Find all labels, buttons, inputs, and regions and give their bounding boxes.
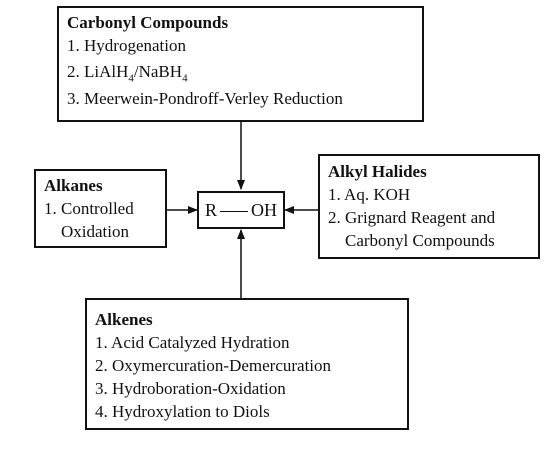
alkyl-halides-method-2: 2. Grignard Reagent and	[328, 208, 496, 227]
alkyl-halides-method-2-continued: Carbonyl Compounds	[345, 231, 495, 250]
alkyl-halides-box: Alkyl Halides 1. Aq. KOH 2. Grignard Rea…	[318, 154, 540, 259]
alcohol-product-box: R OH	[197, 191, 285, 229]
carbonyl-method-1: 1. Hydrogenation	[67, 36, 186, 55]
alkenes-method-4: 4. Hydroxylation to Diols	[95, 402, 270, 421]
carbonyl-compounds-box: Carbonyl Compounds 1. Hydrogenation 2. L…	[57, 6, 424, 122]
bond-line	[220, 210, 248, 212]
carbonyl-compounds-title: Carbonyl Compounds	[67, 13, 229, 32]
alkyl-halides-method-1: 1. Aq. KOH	[328, 185, 411, 204]
alkenes-title: Alkenes	[95, 310, 153, 329]
alkenes-method-3: 3. Hydroboration-Oxidation	[95, 379, 286, 398]
alkenes-method-1: 1. Acid Catalyzed Hydration	[95, 333, 290, 352]
alkanes-title: Alkanes	[44, 176, 103, 195]
alkenes-box: Alkenes 1. Acid Catalyzed Hydration 2. O…	[85, 298, 409, 430]
alkenes-method-2: 2. Oxymercuration-Demercuration	[95, 356, 332, 375]
carbonyl-method-3: 3. Meerwein-Pondroff-Verley Reduction	[67, 89, 343, 108]
alkanes-box: Alkanes 1. Controlled Oxidation	[34, 169, 167, 248]
alkanes-method-1: 1. Controlled	[44, 199, 134, 218]
r-group-label: R	[204, 199, 217, 220]
alkyl-halides-title: Alkyl Halides	[328, 162, 427, 181]
hydroxyl-label: OH	[251, 199, 277, 220]
carbonyl-method-2: 2. LiAlH4/NaBH4	[67, 62, 188, 85]
alkanes-method-1-continued: Oxidation	[61, 222, 129, 241]
